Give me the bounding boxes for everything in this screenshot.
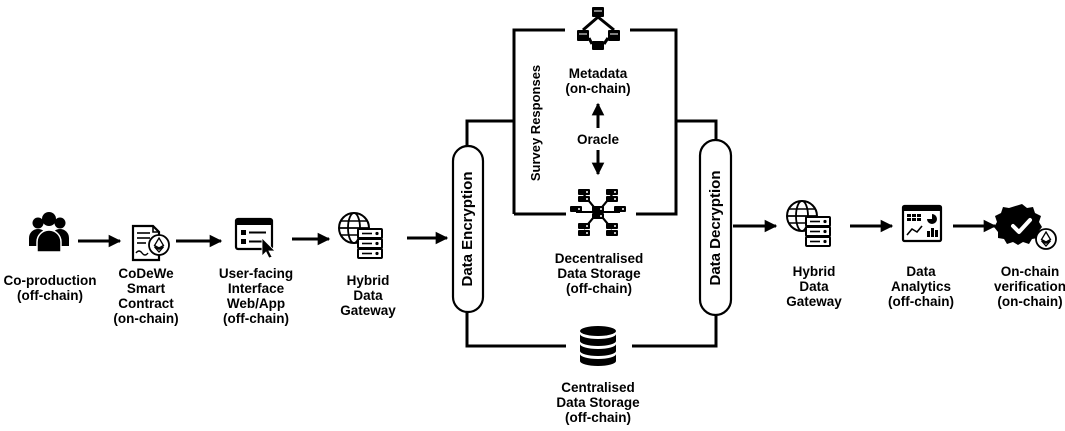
database-stack-icon xyxy=(580,326,616,366)
label-gateway-in: Hybrid Data Gateway xyxy=(340,273,396,318)
label-smart-contract: CoDeWe Smart Contract (on-chain) xyxy=(113,266,179,326)
label-centralised: Centralised Data Storage (off-chain) xyxy=(556,380,640,425)
globe-server-icon-left xyxy=(338,212,383,259)
line-metadata-to-decryption xyxy=(630,28,718,148)
label-gateway-out: Hybrid Data Gateway xyxy=(786,264,842,309)
line-encryption-bottom xyxy=(465,308,566,348)
dashboard-chart-icon xyxy=(901,204,943,243)
label-verification: On-chain verification (on-chain) xyxy=(993,264,1065,309)
line-decentralised-out xyxy=(636,121,678,216)
storage-routing-lines xyxy=(465,28,718,348)
label-analytics: Data Analytics (off-chain) xyxy=(888,264,954,309)
decryption-capsule xyxy=(698,138,733,317)
label-user-interface: User-facing Interface Web/App (off-chain… xyxy=(218,266,294,326)
verified-badge-ethereum-icon xyxy=(994,204,1057,250)
contract-ethereum-icon xyxy=(131,224,170,262)
flow-arrows xyxy=(78,219,997,248)
label-coproduction: Co-production (off-chain) xyxy=(3,273,97,303)
label-oracle: Oracle xyxy=(576,132,620,147)
line-encryption-top xyxy=(465,28,565,154)
globe-server-icon-right xyxy=(786,200,831,247)
encryption-capsule xyxy=(451,144,485,314)
label-survey-responses: Survey Responses xyxy=(528,64,543,182)
label-decentralised: Decentralised Data Storage (off-chain) xyxy=(554,251,644,296)
people-group-icon xyxy=(29,212,69,253)
blockchain-cubes-icon xyxy=(577,7,620,50)
label-metadata: Metadata (on-chain) xyxy=(565,66,631,96)
web-app-form-icon xyxy=(234,217,276,259)
decentralised-network-icon xyxy=(570,189,626,236)
label-data-decryption: Data Decryption xyxy=(707,170,724,286)
label-data-encryption: Data Encryption xyxy=(459,171,476,287)
line-centralised-to-decryption xyxy=(632,313,718,348)
